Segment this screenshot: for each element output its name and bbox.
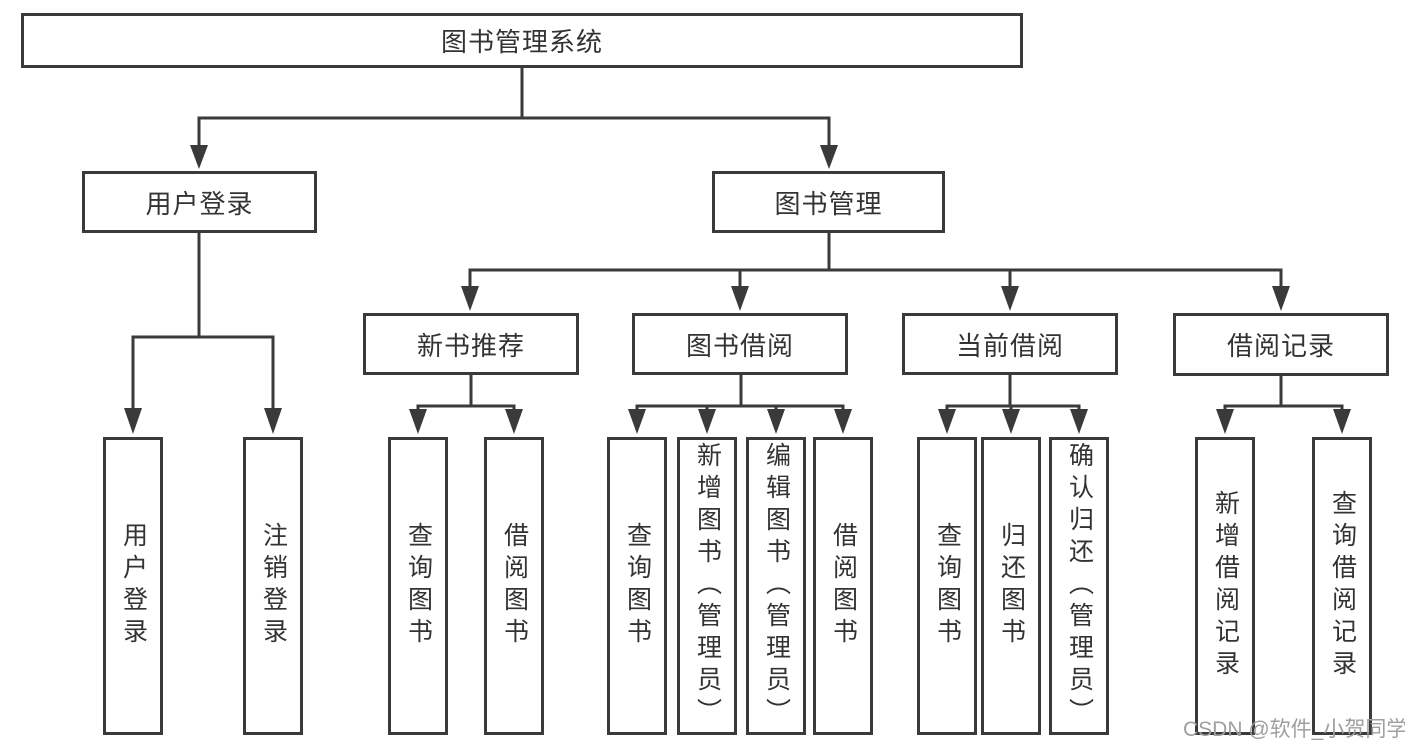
node-user-login: 用户登录 bbox=[82, 171, 317, 233]
edge-recommend-split bbox=[409, 373, 523, 434]
leaf-add-borrow-record-label: 新增借阅记录 bbox=[1211, 490, 1240, 682]
edge-records-split bbox=[1216, 374, 1351, 434]
leaf-search-books-borrow: 查询图书 bbox=[607, 437, 667, 735]
leaf-return-book: 归还图书 bbox=[981, 437, 1041, 735]
leaf-add-book-admin-label: 新增图书（管理员） bbox=[693, 442, 722, 730]
leaf-logout-login-label: 注销登录 bbox=[259, 522, 288, 650]
edge-current-split bbox=[938, 372, 1088, 434]
node-current-borrow-label: 当前借阅 bbox=[955, 330, 1064, 361]
leaf-logout-login: 注销登录 bbox=[243, 437, 303, 735]
leaf-borrow-books-recommend: 借阅图书 bbox=[484, 437, 544, 735]
node-book-management-label: 图书管理 bbox=[774, 188, 883, 219]
node-new-book-recommend-label: 新书推荐 bbox=[416, 330, 525, 361]
leaf-search-books-recommend-label: 查询图书 bbox=[404, 522, 433, 650]
leaf-add-book-admin: 新增图书（管理员） bbox=[677, 437, 737, 735]
leaf-edit-book-admin: 编辑图书（管理员） bbox=[746, 437, 806, 735]
node-borrow-records: 借阅记录 bbox=[1173, 313, 1389, 376]
leaf-borrow-books-recommend-label: 借阅图书 bbox=[500, 522, 529, 650]
leaf-search-books-borrow-label: 查询图书 bbox=[623, 522, 652, 650]
leaf-borrow-books-label: 借阅图书 bbox=[829, 522, 858, 650]
leaf-search-books-current: 查询图书 bbox=[917, 437, 977, 735]
leaf-return-book-label: 归还图书 bbox=[997, 522, 1026, 650]
leaf-user-login-label: 用户登录 bbox=[119, 522, 148, 650]
leaf-add-borrow-record: 新增借阅记录 bbox=[1195, 437, 1255, 735]
node-root: 图书管理系统 bbox=[21, 13, 1023, 68]
leaf-search-books-recommend: 查询图书 bbox=[388, 437, 448, 735]
leaf-search-books-current-label: 查询图书 bbox=[933, 522, 962, 650]
leaf-search-borrow-record: 查询借阅记录 bbox=[1312, 437, 1372, 735]
node-borrow-records-label: 借阅记录 bbox=[1226, 331, 1335, 361]
leaf-borrow-books: 借阅图书 bbox=[813, 437, 873, 735]
edge-user-login-split bbox=[124, 231, 282, 434]
node-new-book-recommend: 新书推荐 bbox=[363, 313, 579, 375]
leaf-confirm-return-admin: 确认归还（管理员） bbox=[1049, 437, 1109, 735]
node-book-borrow-label: 图书借阅 bbox=[685, 330, 794, 361]
edge-book-management-split bbox=[461, 231, 1290, 311]
leaf-confirm-return-admin-label: 确认归还（管理员） bbox=[1065, 442, 1094, 730]
edge-borrow-split bbox=[628, 373, 852, 434]
csdn-watermark: CSDN @软件_小贺同学 bbox=[1183, 718, 1405, 741]
leaf-search-borrow-record-label: 查询借阅记录 bbox=[1328, 490, 1357, 682]
leaf-user-login: 用户登录 bbox=[103, 437, 163, 735]
node-root-label: 图书管理系统 bbox=[440, 27, 603, 57]
node-current-borrow: 当前借阅 bbox=[902, 313, 1118, 375]
edge-root-split bbox=[190, 65, 838, 169]
leaf-edit-book-admin-label: 编辑图书（管理员） bbox=[762, 442, 791, 730]
node-book-borrow: 图书借阅 bbox=[632, 313, 848, 375]
node-user-login-label: 用户登录 bbox=[145, 188, 254, 219]
node-book-management: 图书管理 bbox=[712, 171, 945, 233]
